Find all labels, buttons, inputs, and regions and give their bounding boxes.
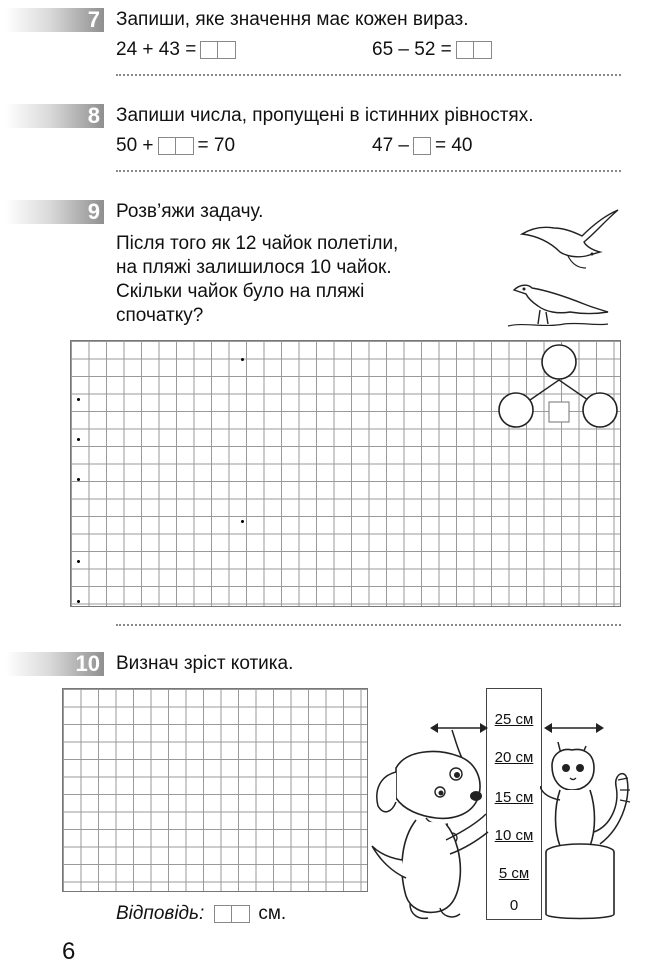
problem-line: Після того як 12 чайок полетіли, xyxy=(116,233,399,254)
task-8-number: 8 xyxy=(87,103,100,128)
task-7-expr-1-text: 24 + 43 = xyxy=(116,39,197,60)
grid-dot xyxy=(77,600,80,603)
grid-dot xyxy=(77,560,80,563)
ruler-label-15: 15 см xyxy=(494,789,534,806)
task-7-expression-1: 24 + 43 = xyxy=(116,38,237,62)
missing-number-box[interactable] xyxy=(412,137,431,155)
task-10-number-badge: 10 xyxy=(6,651,104,676)
answer-box[interactable] xyxy=(218,41,237,59)
task-8-expression-2: 47 – = 40 xyxy=(372,134,473,158)
cat-illustration xyxy=(540,741,631,920)
answer-box[interactable] xyxy=(455,41,474,59)
task-8-expr-1-right: = 70 xyxy=(197,135,236,156)
answer-box[interactable] xyxy=(214,905,233,923)
problem-line: Скільки чайок було на пляжі xyxy=(116,281,365,302)
task-7-number-badge: 7 xyxy=(6,7,104,32)
ruler-label-0: 0 xyxy=(509,897,519,914)
task-7-title: Запиши, яке значення має кожен вираз. xyxy=(116,9,469,30)
task-10-number: 10 xyxy=(75,651,100,676)
grid-dot xyxy=(241,520,244,523)
page-number: 6 xyxy=(62,938,76,965)
missing-number-box[interactable] xyxy=(175,137,194,155)
task-10-title: Визнач зріст котика. xyxy=(116,653,294,674)
grid-dot xyxy=(77,438,80,441)
grid-dot xyxy=(241,358,244,361)
height-ruler: 25 см 20 см 15 см 10 см 5 см 0 xyxy=(486,688,542,920)
seagull-flying-illustration xyxy=(520,209,619,269)
task-9-problem-text: Після того як 12 чайок полетіли, на пляж… xyxy=(116,232,476,328)
ruler-label-5: 5 см xyxy=(498,865,530,882)
double-arrow-icon xyxy=(544,723,604,733)
task-8-title: Запиши числа, пропущені в істинних рівно… xyxy=(116,105,534,126)
task-8-expression-1: 50 + = 70 xyxy=(116,134,235,158)
task-8-number-badge: 8 xyxy=(6,103,104,128)
missing-number-box[interactable] xyxy=(157,137,176,155)
answer-unit: см. xyxy=(258,903,287,924)
grid-dot xyxy=(77,478,80,481)
task-8-expr-1-left: 50 + xyxy=(116,135,154,156)
task-7-expr-2-text: 65 – 52 = xyxy=(372,39,452,60)
dotted-divider xyxy=(116,74,621,76)
task-9-number-badge: 9 xyxy=(6,199,104,224)
task-8-expr-2-right: = 40 xyxy=(434,135,473,156)
problem-line: на пляжі залишилося 10 чайок. xyxy=(116,257,392,278)
task-9-work-grid[interactable] xyxy=(70,340,621,607)
task-7-expression-2: 65 – 52 = xyxy=(372,38,492,62)
answer-label: Відповідь: xyxy=(116,903,205,924)
grid-dot xyxy=(77,398,80,401)
ruler-label-20: 20 см xyxy=(494,749,534,766)
task-10-answer-line: Відповідь: см. xyxy=(116,902,286,926)
problem-line: спочатку? xyxy=(116,305,204,326)
ruler-label-10: 10 см xyxy=(494,827,534,844)
dotted-divider xyxy=(116,170,621,172)
dog-illustration xyxy=(371,729,489,920)
number-tree-diagram xyxy=(498,344,618,428)
task-9-title: Розв’яжи задачу. xyxy=(116,201,264,222)
task-9-number: 9 xyxy=(87,199,100,224)
seagull-standing-illustration xyxy=(507,284,609,327)
task-8-expr-2-left: 47 – xyxy=(372,135,409,156)
ruler-label-25: 25 см xyxy=(494,711,534,728)
answer-box[interactable] xyxy=(232,905,251,923)
dotted-divider xyxy=(116,624,621,626)
task-10-work-grid[interactable] xyxy=(62,688,368,892)
double-arrow-icon xyxy=(430,723,488,733)
answer-box[interactable] xyxy=(200,41,219,59)
answer-box[interactable] xyxy=(473,41,492,59)
task-7-number: 7 xyxy=(87,7,100,32)
